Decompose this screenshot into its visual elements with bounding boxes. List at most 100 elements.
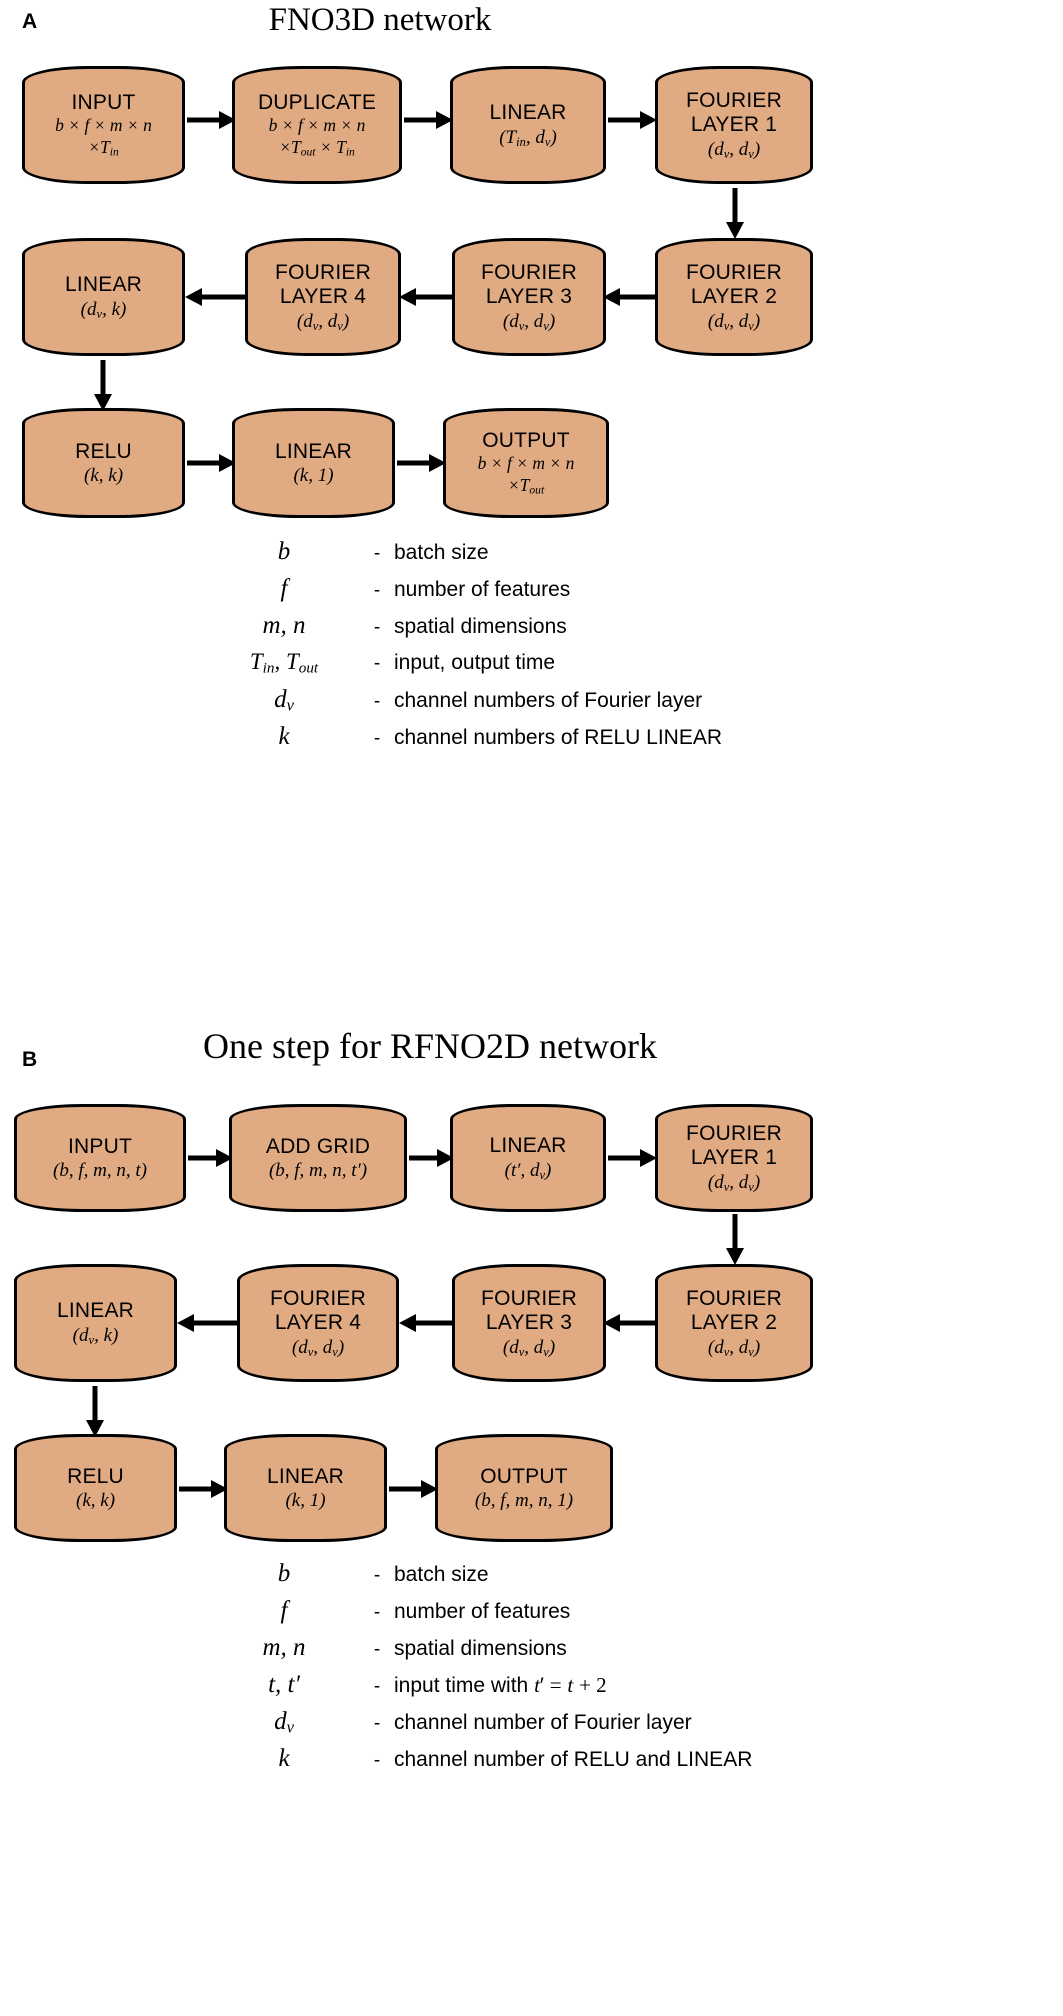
node-dims: (dv, dv) xyxy=(707,311,761,334)
node-fourier-2-b[interactable]: FOURIER LAYER 2 (dv, dv) xyxy=(655,1264,813,1382)
arrow-addgrid-to-linear xyxy=(409,1148,454,1168)
node-fourier-2-a[interactable]: FOURIER LAYER 2 (dv, dv) xyxy=(655,238,813,356)
node-label: RELU xyxy=(75,439,132,463)
legend-description: batch size xyxy=(394,541,489,564)
node-shape: b × f × m × n xyxy=(477,453,575,474)
arrow-linear-to-relu xyxy=(93,360,113,411)
node-dims: (b, f, m, n, 1) xyxy=(474,1490,574,1512)
legend-symbol: dv xyxy=(274,686,294,715)
legend-description: channel numbers of Fourier layer xyxy=(394,689,703,712)
legend-row: dv - channel number of Fourier layer xyxy=(208,1708,752,1745)
legend-description: input, output time xyxy=(394,651,556,674)
legend-dash: - xyxy=(373,1676,381,1697)
panel-b-letter: B xyxy=(22,1048,38,1071)
node-label: FOURIER LAYER 1 xyxy=(686,88,782,137)
arrow-fourier1-to-fourier2 xyxy=(725,1214,745,1265)
node-shape: b × f × m × n xyxy=(55,115,152,136)
legend-symbol: k xyxy=(278,723,290,750)
legend-dash: - xyxy=(373,617,381,638)
node-fourier-1-b[interactable]: FOURIER LAYER 1 (dv, dv) xyxy=(655,1104,813,1212)
node-linear-in-a[interactable]: LINEAR (Tin, dv) xyxy=(450,66,606,184)
arrow-linear-to-fourier1 xyxy=(608,110,657,130)
node-dims: (dv, dv) xyxy=(707,1172,761,1195)
node-shape-line2: ×Tout × Tin xyxy=(279,136,355,159)
node-input-b[interactable]: INPUT (b, f, m, n, t) xyxy=(14,1104,186,1212)
node-dims: (b, f, m, n, t) xyxy=(53,1160,147,1182)
node-output-a[interactable]: OUTPUT b × f × m × n ×Tout xyxy=(443,408,609,518)
node-fourier-3-a[interactable]: FOURIER LAYER 3 (dv, dv) xyxy=(452,238,606,356)
legend-row: b - batch size xyxy=(208,538,722,575)
arrow-fourier2-to-fourier3 xyxy=(603,1313,656,1333)
legend-row: f - number of features xyxy=(208,1597,752,1634)
node-fourier-4-a[interactable]: FOURIER LAYER 4 (dv, dv) xyxy=(245,238,401,356)
arrow-fourier4-to-linear xyxy=(177,1313,238,1333)
legend-description: channel numbers of RELU LINEAR xyxy=(394,726,722,749)
node-label: LINEAR xyxy=(64,273,143,297)
arrow-fourier1-to-fourier2 xyxy=(725,188,745,239)
legend-row: b - batch size xyxy=(208,1560,752,1597)
node-linear-in-b[interactable]: LINEAR (t′, dv) xyxy=(450,1104,606,1212)
node-relu-b[interactable]: RELU (k, k) xyxy=(14,1434,177,1542)
node-dims: (t′, dv) xyxy=(504,1159,552,1182)
node-label: FOURIER LAYER 4 xyxy=(275,260,371,309)
node-linear-k1-b[interactable]: LINEAR (k, 1) xyxy=(224,1434,387,1542)
node-dims: (dv, dv) xyxy=(291,1337,345,1360)
legend-row: k - channel numbers of RELU LINEAR xyxy=(208,723,722,760)
legend-row: Tin, Tout - input, output time xyxy=(208,649,722,686)
node-label: LINEAR xyxy=(266,1464,345,1488)
legend-description: channel number of RELU and LINEAR xyxy=(394,1748,753,1771)
arrow-duplicate-to-linear xyxy=(404,110,453,130)
node-label: FOURIER LAYER 3 xyxy=(481,260,577,309)
node-relu-a[interactable]: RELU (k, k) xyxy=(22,408,185,518)
legend-symbol: f xyxy=(280,1597,288,1624)
legend-row: t, t′ - input time with t′ = t + 2 xyxy=(208,1671,752,1708)
legend-symbol: b xyxy=(277,1560,291,1587)
node-label: DUPLICATE xyxy=(257,90,377,114)
node-shape: b × f × m × n xyxy=(268,115,366,136)
legend-row: m, n - spatial dimensions xyxy=(208,1634,752,1671)
arrow-relu-to-linear xyxy=(187,453,236,473)
arrow-linear-to-output xyxy=(397,453,446,473)
node-add-grid-b[interactable]: ADD GRID (b, f, m, n, t′) xyxy=(229,1104,407,1212)
node-duplicate-a[interactable]: DUPLICATE b × f × m × n ×Tout × Tin xyxy=(232,66,402,184)
node-label: FOURIER LAYER 2 xyxy=(686,260,782,309)
arrow-fourier2-to-fourier3 xyxy=(603,287,656,307)
legend-symbol: dv xyxy=(274,1708,294,1737)
node-shape-line2: ×Tin xyxy=(88,136,119,159)
legend-dash: - xyxy=(373,1565,381,1586)
legend-dash: - xyxy=(373,543,381,564)
legend-dash: - xyxy=(373,653,381,674)
node-dims: (k, 1) xyxy=(293,465,334,487)
legend-description: spatial dimensions xyxy=(394,1637,567,1660)
legend-dash: - xyxy=(373,1750,381,1771)
legend-symbol: f xyxy=(280,575,288,602)
node-linear-out-a[interactable]: LINEAR (dv, k) xyxy=(22,238,185,356)
panel-a: A FNO3D network INPUT b × f × m × n ×Tin… xyxy=(0,0,1063,1000)
legend-dash: - xyxy=(373,1713,381,1734)
legend-dash: - xyxy=(373,1639,381,1660)
arrow-linear-to-output xyxy=(389,1479,438,1499)
panel-a-letter: A xyxy=(22,10,38,33)
legend-dash: - xyxy=(373,580,381,601)
node-fourier-3-b[interactable]: FOURIER LAYER 3 (dv, dv) xyxy=(452,1264,606,1382)
node-linear-out-b[interactable]: LINEAR (dv, k) xyxy=(14,1264,177,1382)
legend-symbol: Tin, Tout xyxy=(249,649,319,677)
node-label: RELU xyxy=(67,1464,124,1488)
legend-symbol: m, n xyxy=(262,1634,306,1661)
node-output-b[interactable]: OUTPUT (b, f, m, n, 1) xyxy=(435,1434,613,1542)
node-input-a[interactable]: INPUT b × f × m × n ×Tin xyxy=(22,66,185,184)
panel-b: B One step for RFNO2D network INPUT (b, … xyxy=(0,1000,1063,2016)
node-label: LINEAR xyxy=(56,1299,135,1323)
arrow-fourier3-to-fourier4 xyxy=(399,1313,452,1333)
legend-row: f - number of features xyxy=(208,575,722,612)
panel-a-title: FNO3D network xyxy=(268,2,492,38)
legend-dash: - xyxy=(373,691,381,712)
legend-row: k - channel number of RELU and LINEAR xyxy=(208,1745,752,1782)
legend-description: number of features xyxy=(394,578,571,601)
node-dims: (dv, k) xyxy=(72,1324,119,1347)
legend-b: b - batch size f - number of features m,… xyxy=(208,1560,752,1782)
node-linear-k1-a[interactable]: LINEAR (k, 1) xyxy=(232,408,395,518)
node-fourier-4-b[interactable]: FOURIER LAYER 4 (dv, dv) xyxy=(237,1264,399,1382)
node-label: INPUT xyxy=(71,90,136,114)
node-fourier-1-a[interactable]: FOURIER LAYER 1 (dv, dv) xyxy=(655,66,813,184)
